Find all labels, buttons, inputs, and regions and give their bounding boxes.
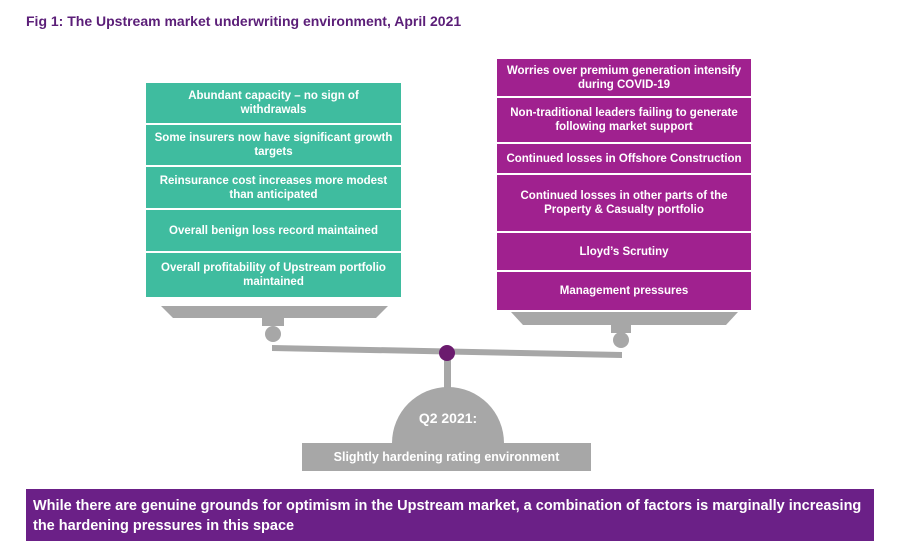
right-pan-hinge: [613, 332, 629, 348]
factor-box: Worries over premium generation intensif…: [497, 59, 751, 96]
left-pan-stem: [262, 318, 284, 326]
rating-status-label: Slightly hardening rating environment: [333, 450, 560, 464]
scale-base: [302, 443, 591, 471]
right-pan-stem: [611, 325, 631, 333]
scale-pillar: [444, 356, 451, 398]
factor-box: Overall profitability of Upstream portfo…: [146, 253, 401, 297]
factor-box: Reinsurance cost increases more modest t…: [146, 167, 401, 208]
right-pan: [511, 312, 738, 325]
factor-box: Overall benign loss record maintained: [146, 210, 401, 251]
factor-box: Non-traditional leaders failing to gener…: [497, 98, 751, 142]
factor-box: Continued losses in other parts of the P…: [497, 175, 751, 231]
factor-box: Some insurers now have significant growt…: [146, 125, 401, 165]
factor-box: Lloyd’s Scrutiny: [497, 233, 751, 270]
figure-title: Fig 1: The Upstream market underwriting …: [26, 13, 462, 29]
period-label: Q2 2021:: [418, 410, 478, 426]
positive-factors-stack: Abundant capacity – no sign of withdrawa…: [146, 83, 401, 299]
left-pan: [161, 306, 388, 318]
scale-dome: [392, 387, 504, 443]
conclusion-banner: While there are genuine grounds for opti…: [26, 489, 874, 541]
left-pan-hinge: [265, 326, 281, 342]
factor-box: Abundant capacity – no sign of withdrawa…: [146, 83, 401, 123]
pivot-icon: [439, 345, 455, 361]
factor-box: Management pressures: [497, 272, 751, 310]
factor-box: Continued losses in Offshore Constructio…: [497, 144, 751, 173]
negative-factors-stack: Worries over premium generation intensif…: [497, 59, 751, 312]
